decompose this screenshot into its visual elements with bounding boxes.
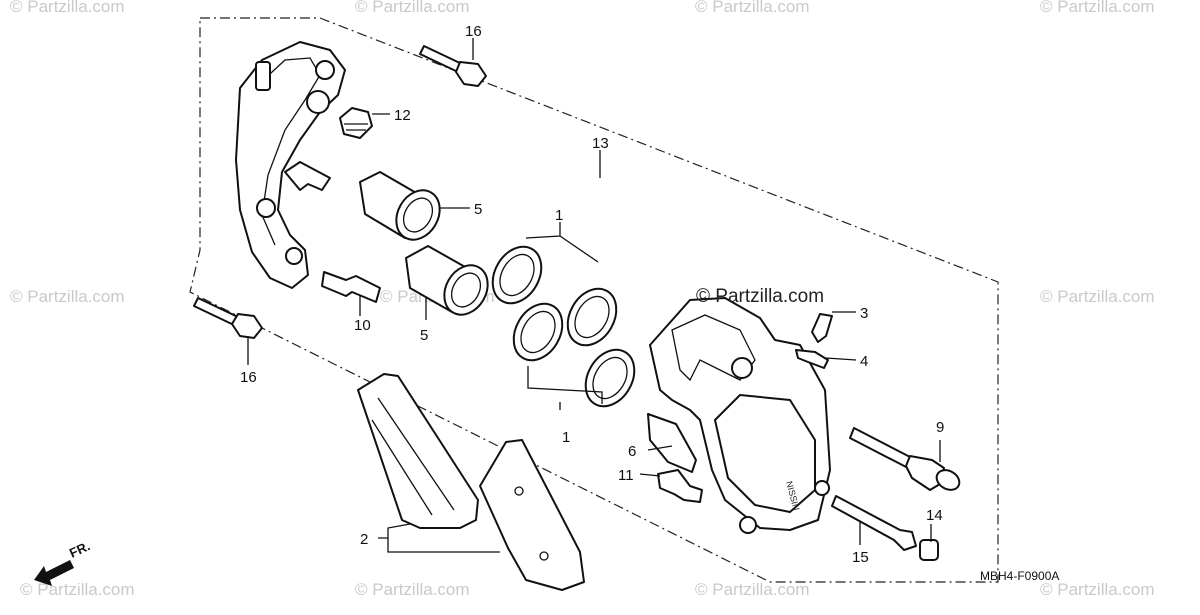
callout-16-bottom: 16 <box>240 369 257 386</box>
bolt-16-top <box>419 45 487 87</box>
callouts: 16 12 13 5 1 10 5 16 1 3 4 6 11 9 14 15 … <box>240 23 944 566</box>
slide-pin-10 <box>321 271 381 303</box>
callout-3: 3 <box>860 305 868 322</box>
caliper-bracket <box>235 41 346 289</box>
watermark: © Partzilla.com <box>1040 0 1155 16</box>
callout-15: 15 <box>852 549 869 566</box>
bleeder-screw-3 <box>811 313 833 343</box>
pin-bolt-9 <box>849 427 961 491</box>
piston-seal-set <box>491 245 636 408</box>
forward-arrow-icon: FR. <box>34 538 92 586</box>
callout-13: 13 <box>592 135 609 152</box>
callout-5-top: 5 <box>474 201 482 218</box>
pad-retainer-clip <box>284 161 331 191</box>
watermark: © Partzilla.com <box>355 580 470 599</box>
caliper-body: NISSIN <box>649 297 831 534</box>
assembly-outline <box>189 17 999 583</box>
callout-14: 14 <box>926 507 943 524</box>
watermark-layer: © Partzilla.com © Partzilla.com © Partzi… <box>10 0 1155 599</box>
bleeder-cap-4 <box>795 349 829 369</box>
diagram-code: MBH4-F0900A <box>980 569 1059 583</box>
watermark: © Partzilla.com <box>355 0 470 16</box>
brand-label: © Partzilla.com <box>696 286 824 307</box>
callout-6: 6 <box>628 443 636 460</box>
pad-pin-15 <box>831 495 917 551</box>
callout-1-bottom: 1 <box>562 429 570 446</box>
watermark: © Partzilla.com <box>1040 580 1155 599</box>
callout-9: 9 <box>936 419 944 436</box>
callout-1-top: 1 <box>555 207 563 224</box>
piston-5-top <box>359 171 441 241</box>
brake-pad-set <box>357 373 585 591</box>
watermark: © Partzilla.com <box>10 0 125 16</box>
slide-pin-11 <box>657 469 703 503</box>
bolt-16-bottom <box>193 297 263 339</box>
callout-2: 2 <box>360 531 368 548</box>
callout-5-bottom: 5 <box>420 327 428 344</box>
watermark: © Partzilla.com <box>695 0 810 16</box>
leader-lines <box>247 38 941 553</box>
direction-label: FR. <box>67 538 92 560</box>
callout-11: 11 <box>618 467 634 484</box>
piston-5-bottom <box>405 245 489 316</box>
callout-16-top: 16 <box>465 23 482 40</box>
boot-12 <box>339 107 373 139</box>
callout-12: 12 <box>394 107 411 124</box>
watermark: © Partzilla.com <box>1040 287 1155 306</box>
watermark: © Partzilla.com <box>20 580 135 599</box>
pad-spring-6 <box>647 413 697 473</box>
pin-plug-14 <box>919 539 939 561</box>
watermark: © Partzilla.com <box>695 580 810 599</box>
callout-10: 10 <box>354 317 371 334</box>
watermark: © Partzilla.com <box>10 287 125 306</box>
callout-4: 4 <box>860 353 868 370</box>
